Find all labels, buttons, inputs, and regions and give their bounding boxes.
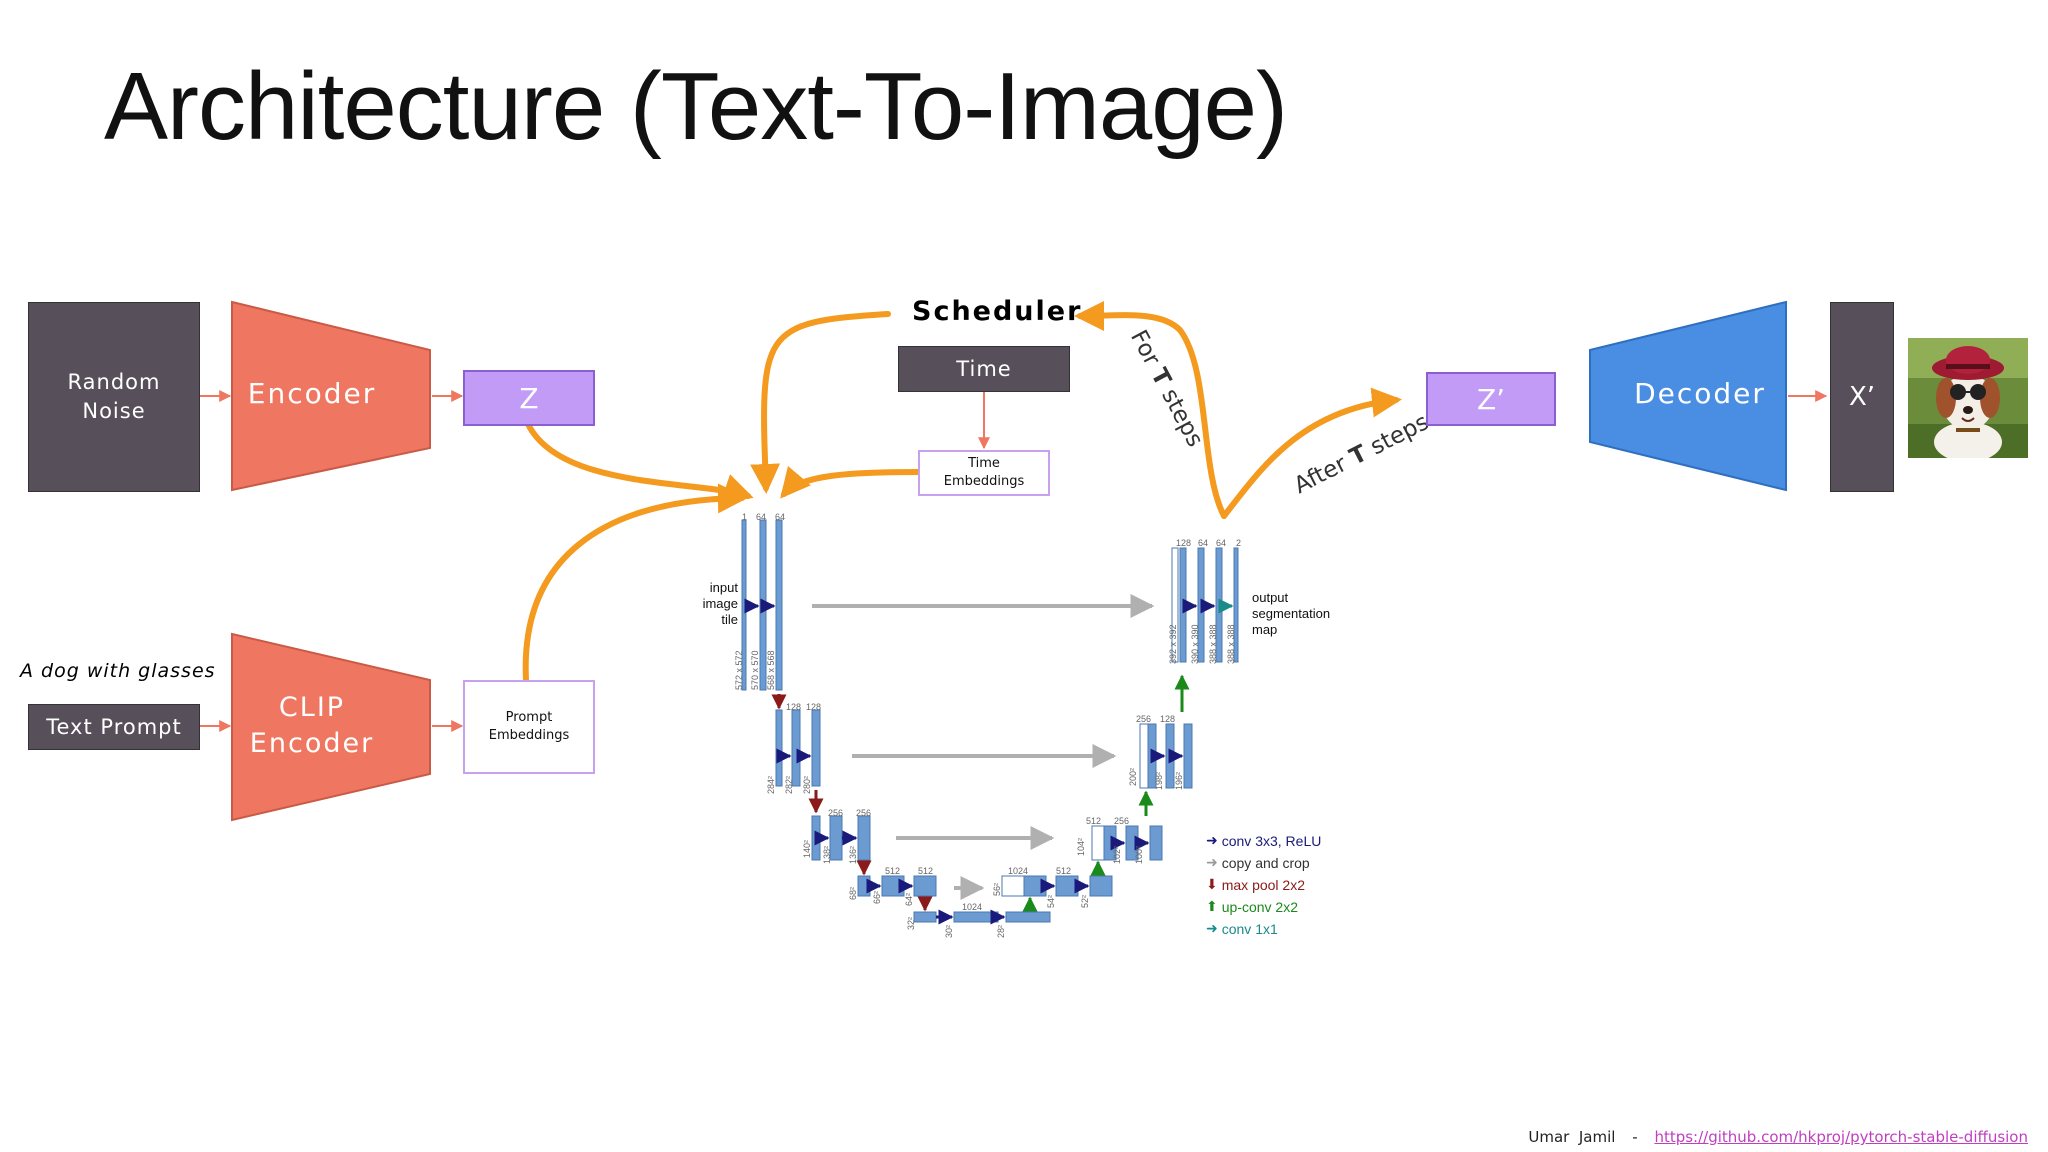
ch-in-3: 64 <box>775 512 786 522</box>
dim-u4-3: 52² <box>1080 894 1090 908</box>
dim-l4-2: 66² <box>872 890 882 904</box>
legend-item-conv1x1: ➜ conv 1x1 <box>1206 920 1321 937</box>
ch-l3-2: 256 <box>856 808 872 818</box>
arrow-right-icon: ➜ <box>1206 854 1218 870</box>
arrow-up-icon: ⬆ <box>1206 898 1218 914</box>
ch-in-1: 1 <box>742 512 748 522</box>
dim-u2-3: 196² <box>1174 771 1184 790</box>
random-noise-label: Random Noise <box>67 370 161 423</box>
dim-u4-2: 54² <box>1046 894 1056 908</box>
ch-l2-2: 128 <box>806 702 822 712</box>
ch-u3-1: 512 <box>1086 816 1102 826</box>
time-box: Time <box>898 346 1070 392</box>
latent-z-label: Z <box>519 381 539 415</box>
legend-item-conv: ➜ conv 3x3, ReLU <box>1206 832 1321 849</box>
arrow-right-icon: ➜ <box>1206 832 1218 848</box>
ch-u2-2: 128 <box>1160 714 1176 724</box>
legend-label: copy and crop <box>1221 854 1310 871</box>
dim-u3-3: 100² <box>1134 845 1144 864</box>
ch-out-2: 64 <box>1198 538 1209 548</box>
decoder-label: Decoder <box>1634 377 1766 410</box>
ch-u4-1: 1024 <box>1008 866 1029 876</box>
x-prime-box: X’ <box>1830 302 1894 492</box>
slide-title: Architecture (Text-To-Image) <box>104 53 1288 160</box>
dim-u1-3: 388 x 388 <box>1208 624 1218 664</box>
dim-l2-2: 282² <box>784 775 794 794</box>
encoder-label: Encoder <box>247 377 377 410</box>
dim-u3-2: 102² <box>1112 845 1122 864</box>
ch-l3-1: 256 <box>828 808 844 818</box>
unet-input-label: input image tile <box>702 580 738 627</box>
dim-l4-3: 64² <box>904 892 914 906</box>
footer-github-link[interactable]: https://github.com/hkproj/pytorch-stable… <box>1654 1128 2028 1146</box>
x-prime-label: X’ <box>1848 382 1876 412</box>
legend-item-max-pool: ⬇ max pool 2x2 <box>1206 876 1321 893</box>
dim-u1-4: 388 x 388 <box>1226 624 1236 664</box>
legend-label: conv 3x3, ReLU <box>1221 832 1322 849</box>
latent-z-box: Z <box>463 370 595 426</box>
dim-l1-3: 568 x 568 <box>766 650 776 690</box>
ch-l4-1: 512 <box>885 866 901 876</box>
text-prompt-box: Text Prompt <box>28 704 200 750</box>
random-noise-box: Random Noise <box>28 302 200 492</box>
ch-l4-2: 512 <box>918 866 934 876</box>
dim-u3-1: 104² <box>1076 837 1086 856</box>
legend-item-up-conv: ⬆ up-conv 2x2 <box>1206 898 1321 915</box>
dim-l3-3: 136² <box>848 845 858 864</box>
arrow-right-icon: ➜ <box>1206 920 1218 936</box>
clip-encoder-shape <box>231 632 431 822</box>
arrow-down-icon: ⬇ <box>1206 876 1218 892</box>
ch-out-3: 64 <box>1216 538 1227 548</box>
dim-u4-1: 56² <box>992 882 1002 896</box>
footer-credits: Umar Jamil - https://github.com/hkproj/p… <box>1528 1128 2028 1146</box>
decoder-shape <box>1589 300 1787 492</box>
encoder-shape <box>231 300 431 492</box>
footer-author: Umar Jamil <box>1528 1128 1616 1146</box>
dim-u2-1: 200² <box>1128 767 1138 786</box>
ch-u4-2: 512 <box>1056 866 1072 876</box>
ch-out-4: 2 <box>1236 538 1242 548</box>
dim-u2-2: 198² <box>1154 771 1164 790</box>
scheduler-label: Scheduler <box>912 296 1083 327</box>
prompt-embeddings-box: Prompt Embeddings <box>463 680 595 774</box>
dim-l1-2: 570 x 570 <box>750 650 760 690</box>
time-embeddings-label: Time Embeddings <box>943 456 1025 489</box>
ch-in-2: 64 <box>756 512 767 522</box>
dim-l5-3: 28² <box>996 924 1006 938</box>
legend-label: up-conv 2x2 <box>1221 898 1299 915</box>
prompt-example-text: A dog with glasses <box>20 660 216 682</box>
dim-u1-1: 392 x 392 <box>1168 624 1178 664</box>
latent-z-prime-box: Z’ <box>1426 372 1556 426</box>
output-dog-image <box>1908 338 2028 458</box>
dim-l5-1: 32² <box>906 916 916 930</box>
ch-u2-1: 256 <box>1136 714 1152 724</box>
clip-encoder-label: CLIP Encoder <box>249 692 375 759</box>
dim-l1-1: 572 x 572 <box>734 650 744 690</box>
ch-u3-2: 256 <box>1114 816 1130 826</box>
dim-l4-1: 68² <box>848 886 858 900</box>
legend-label: conv 1x1 <box>1221 920 1278 937</box>
dim-l3-2: 138² <box>822 845 832 864</box>
unet-legend: ➜ conv 3x3, ReLU ➜ copy and crop ⬇ max p… <box>1206 832 1321 937</box>
legend-label: max pool 2x2 <box>1221 876 1306 893</box>
ch-out-1: 128 <box>1176 538 1192 548</box>
dim-l3-1: 140² <box>802 839 812 858</box>
text-prompt-label: Text Prompt <box>46 715 182 739</box>
ch-l2-1: 128 <box>786 702 802 712</box>
dim-u1-2: 390 x 390 <box>1190 624 1200 664</box>
unet-output-label: output segmentation map <box>1252 590 1331 637</box>
footer-separator: - <box>1632 1128 1638 1146</box>
latent-z-prime-label: Z’ <box>1476 382 1506 416</box>
time-label: Time <box>956 357 1012 381</box>
legend-item-copy-crop: ➜ copy and crop <box>1206 854 1321 871</box>
dim-l5-2: 30² <box>944 924 954 938</box>
dim-l2-1: 284² <box>766 775 776 794</box>
time-embeddings-box: Time Embeddings <box>918 450 1050 496</box>
dim-l2-3: 280² <box>802 775 812 794</box>
ch-bottom: 1024 <box>962 902 983 912</box>
prompt-embeddings-label: Prompt Embeddings <box>488 710 570 743</box>
